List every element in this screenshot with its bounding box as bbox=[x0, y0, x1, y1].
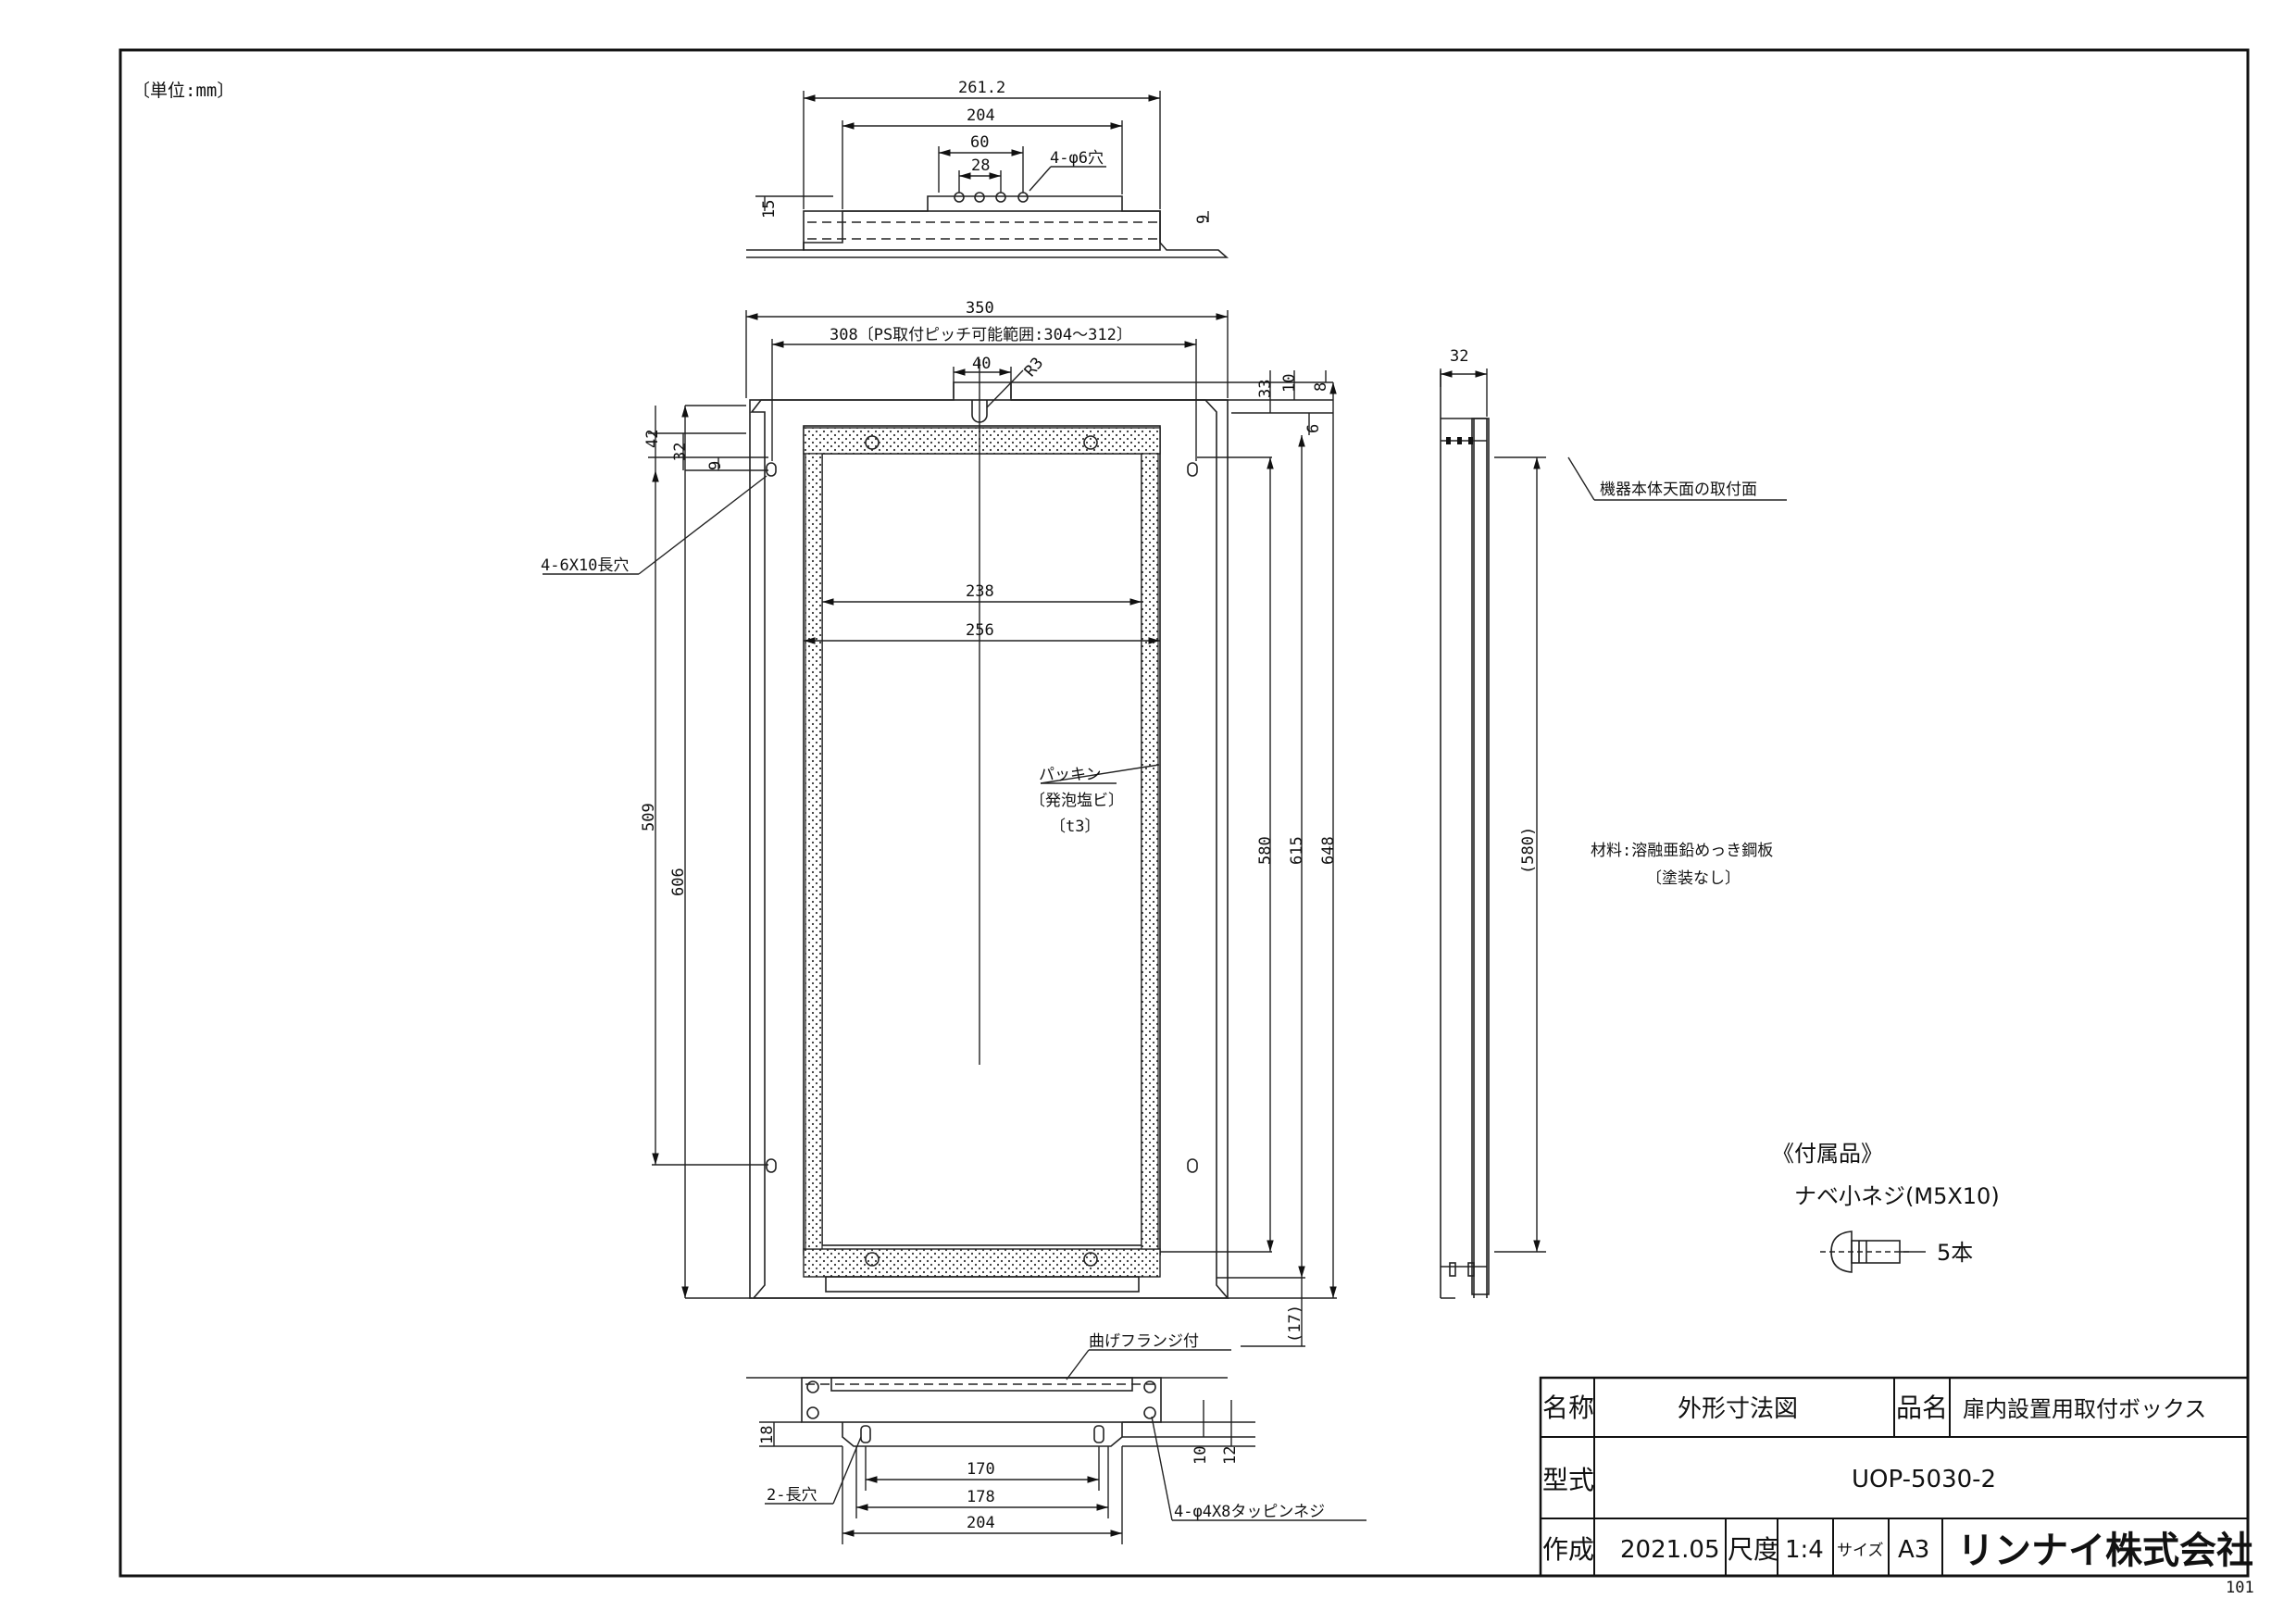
size-value: A3 bbox=[1898, 1536, 1929, 1564]
dim-side-32: 32 bbox=[1450, 347, 1468, 366]
dim-238: 238 bbox=[966, 582, 994, 601]
screw-icon bbox=[1820, 1230, 1913, 1273]
dim-33: 33 bbox=[1256, 380, 1275, 398]
dim-side-580: (580) bbox=[1519, 827, 1538, 874]
dim-6: 6 bbox=[1304, 424, 1323, 433]
dim-9-front: 9 bbox=[706, 461, 725, 470]
dim-170: 170 bbox=[967, 1460, 995, 1479]
material-line1: 材料:溶融亜鉛めっき鋼板 bbox=[1591, 842, 1773, 860]
name-value: 外形寸法図 bbox=[1678, 1395, 1798, 1423]
bottom-view: 曲げフランジ付 18 10 12 170 178 204 2-長穴 4-φ4X8… bbox=[746, 1332, 1366, 1544]
dim-178: 178 bbox=[967, 1488, 995, 1506]
dim-308: 308〔PS取付ピッチ可能範囲:304〜312〕 bbox=[830, 326, 1132, 344]
dim-10: 10 bbox=[1280, 374, 1299, 393]
accessory-title: 《付属品》 bbox=[1772, 1141, 1883, 1167]
dim-32: 32 bbox=[671, 443, 690, 461]
slot-callout: 4-6X10長穴 bbox=[541, 556, 629, 575]
dim-42: 42 bbox=[643, 430, 662, 448]
model-value: UOP-5030-2 bbox=[1852, 1466, 1996, 1493]
dim-580: 580 bbox=[1256, 836, 1275, 865]
front-view: 350 308〔PS取付ピッチ可能範囲:304〜312〕 40 R3 33 10… bbox=[541, 299, 1338, 1347]
screw-callout: 4-φ4X8タッピンネジ bbox=[1174, 1503, 1325, 1521]
dim-17: (17) bbox=[1286, 1305, 1304, 1343]
made-value: 2021.05 bbox=[1620, 1536, 1720, 1564]
accessory-item: ナベ小ネジ(M5X10) bbox=[1794, 1183, 2000, 1209]
holes-callout: 4-φ6穴 bbox=[1050, 149, 1104, 168]
name-label: 名称 bbox=[1542, 1393, 1594, 1423]
drawing-frame bbox=[119, 48, 2250, 1578]
dim-60: 60 bbox=[970, 133, 989, 152]
dim-648: 648 bbox=[1319, 836, 1338, 865]
dim-509: 509 bbox=[640, 803, 658, 831]
product-value: 扉内設置用取付ボックス bbox=[1963, 1396, 2206, 1422]
dim-606: 606 bbox=[669, 868, 688, 896]
accessory-qty: 5本 bbox=[1937, 1240, 1973, 1266]
top-view: 261.2 204 60 28 4-φ6穴 15 9 bbox=[746, 79, 1229, 258]
packing-thickness: 〔t3〕 bbox=[1050, 818, 1100, 836]
dim-15: 15 bbox=[760, 200, 779, 219]
packing-label: パッキン bbox=[1039, 766, 1102, 784]
bottom-slot-callout: 2-長穴 bbox=[767, 1486, 817, 1505]
dim-615: 615 bbox=[1288, 836, 1306, 865]
title-block: 名称 外形寸法図 品名 扉内設置用取付ボックス 型式 UOP-5030-2 作成… bbox=[1539, 1376, 2253, 1578]
dim-350: 350 bbox=[966, 299, 994, 318]
dim-204-bottom: 204 bbox=[967, 1514, 995, 1532]
product-label: 品名 bbox=[1896, 1393, 1948, 1423]
material-line2: 〔塗装なし〕 bbox=[1646, 868, 1741, 888]
accessory: 《付属品》 ナベ小ネジ(M5X10) 5本 bbox=[1772, 1141, 2000, 1273]
flange-callout: 曲げフランジ付 bbox=[1089, 1332, 1199, 1351]
model-label: 型式 bbox=[1542, 1465, 1594, 1495]
dim-28: 28 bbox=[971, 156, 990, 175]
dim-10-bottom: 10 bbox=[1192, 1446, 1210, 1465]
scale-value: 1:4 bbox=[1785, 1536, 1824, 1564]
packing-material: 〔発泡塩ビ〕 bbox=[1029, 792, 1124, 810]
side-view: 32 (580) 機器本体天面の取付面 bbox=[1440, 347, 1787, 1299]
dim-261: 261.2 bbox=[958, 79, 1005, 97]
company-name: リンナイ株式会社 bbox=[1957, 1530, 2253, 1572]
dim-12-bottom: 12 bbox=[1221, 1446, 1240, 1465]
side-callout: 機器本体天面の取付面 bbox=[1600, 481, 1757, 499]
dim-40: 40 bbox=[972, 355, 991, 373]
dim-9-top: 9 bbox=[1194, 215, 1213, 224]
dim-204: 204 bbox=[967, 106, 995, 125]
sheet-code: 101 bbox=[2226, 1579, 2254, 1597]
unit-label: 〔単位:mm〕 bbox=[132, 81, 234, 101]
dim-256: 256 bbox=[966, 621, 994, 640]
dim-8: 8 bbox=[1312, 382, 1330, 392]
dim-r3: R3 bbox=[1021, 354, 1047, 381]
dim-18: 18 bbox=[758, 1426, 777, 1444]
size-label: サイズ bbox=[1837, 1542, 1884, 1560]
made-label: 作成 bbox=[1542, 1534, 1594, 1565]
scale-label: 尺度 bbox=[1728, 1534, 1779, 1565]
